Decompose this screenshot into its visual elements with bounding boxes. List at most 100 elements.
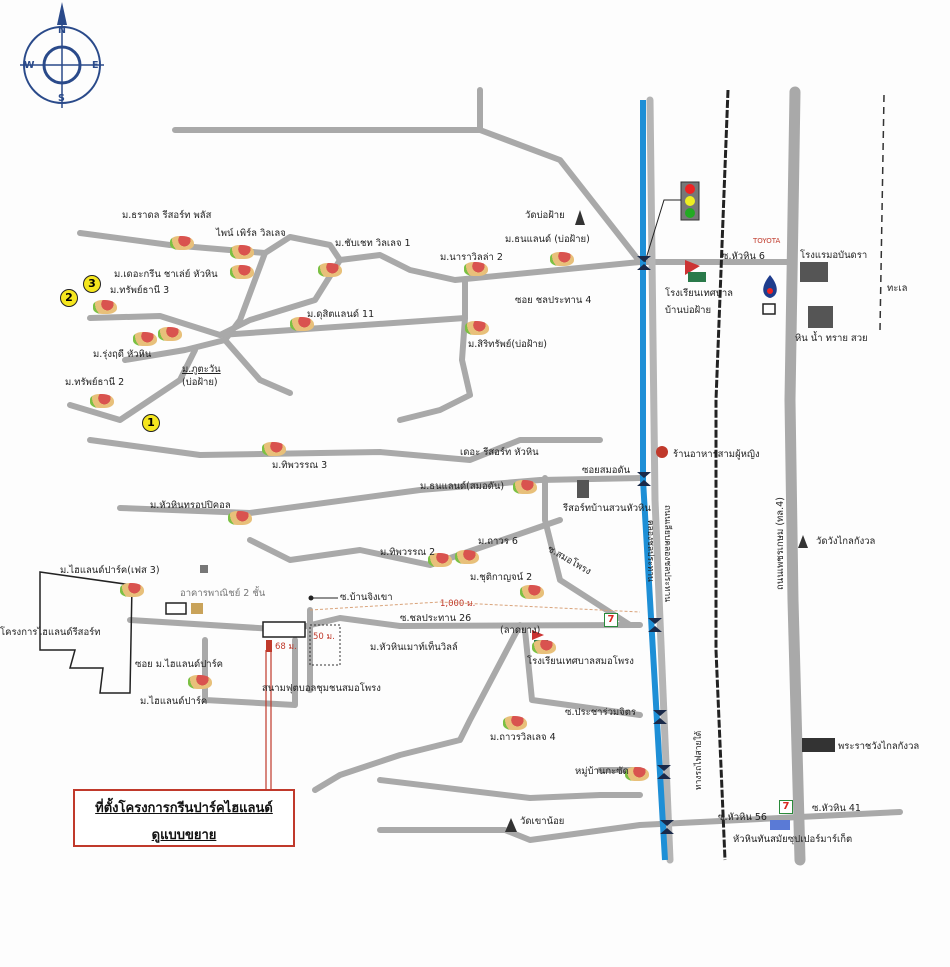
building [165, 602, 187, 615]
village-icon [120, 583, 144, 597]
compass-w: W [24, 60, 35, 71]
road [172, 87, 483, 133]
village-icon [170, 236, 194, 250]
pin-marker: 1 [142, 414, 160, 432]
seven-eleven-icon: 7 [604, 613, 618, 627]
village-icon [188, 675, 212, 689]
road [312, 622, 523, 793]
village-icon [520, 585, 544, 599]
toyota-logo: TOYOTA [753, 237, 781, 245]
label: บ้านบ่อฝ้าย [665, 305, 712, 316]
label: โรงแรมอบันดรา [800, 250, 868, 261]
road [522, 627, 643, 718]
railway-line [714, 89, 730, 861]
pin-marker: 2 [60, 289, 78, 307]
seven-eleven-icon: 7 [779, 800, 793, 814]
label: พระราชวังไกลกังวล [838, 741, 920, 752]
label: ม.เดอะกรีน ชาเล่ย์ หัวหิน [114, 269, 218, 280]
canal [640, 100, 668, 861]
road [87, 437, 603, 463]
label: ซ.หัวหิน 6 [722, 251, 765, 262]
label: (บ่อฝ้าย) [182, 377, 218, 388]
label: ม.ดุสิตแลนด์ 11 [307, 309, 375, 320]
project-location-callout[interactable]: ที่ตั้งโครงการกรีนปาร์คไฮแลนด์ ดูแบบขยาย [73, 789, 295, 847]
village-icon [93, 300, 117, 314]
label: โรงเรียนเทศบาลสมอโพรง [527, 656, 634, 667]
label: ไพน์ เพิร์ล วิลเลจ [216, 228, 286, 239]
restaurant-icon [656, 446, 668, 458]
village-icon [90, 394, 114, 408]
label: ม.หัวหินทรอปปิคอล [150, 500, 231, 511]
label: ม.นาราวิลล่า 2 [440, 252, 503, 263]
village-icon [230, 265, 254, 279]
label: ถนนเลียบคลองชลประทาน [662, 505, 672, 603]
road [397, 315, 473, 423]
label: โรงเรียนเทศบาล [665, 288, 733, 299]
label: วัดวังไกลกังวล [816, 536, 876, 547]
road [127, 615, 643, 633]
label: ม.ถาวร 6 [478, 536, 518, 547]
road [87, 313, 468, 338]
label: รีสอร์ทบ้านสวนหัวหิน [563, 503, 651, 514]
house-icon [191, 565, 208, 614]
village-icon [532, 640, 556, 654]
label: ม.ไฮแลนด์ปาร์ค(เฟส 3) [60, 565, 160, 576]
road [477, 127, 643, 265]
callout-leader [265, 650, 272, 789]
shophouse-block [262, 621, 306, 638]
distance-line [309, 601, 641, 613]
label: สนามฟุตบอลชุมชนสมอโพรง [262, 683, 381, 694]
road [542, 475, 633, 628]
label: ซ.ชลประทาน 26 [400, 613, 472, 624]
village-icon [503, 716, 527, 730]
road [217, 257, 343, 338]
village-icon [550, 252, 574, 266]
label: วัดเขาน้อย [520, 816, 565, 827]
label: ม.ธนแลนด์(สมอดัน) [420, 481, 505, 492]
honda-icon [762, 303, 776, 315]
village-icon [318, 263, 342, 277]
village-icon [455, 550, 479, 564]
road [67, 347, 198, 423]
label: ม.ทรัพย์ธานี 3 [110, 285, 170, 296]
highland-resort-boundary [39, 571, 133, 694]
label: หมู่บ้านกะซัด [575, 766, 629, 777]
label: 68 ม. [275, 642, 297, 652]
label: ซอย ม.ไฮแลนด์ปาร์ค [135, 659, 224, 670]
supermarket-icon [770, 820, 790, 830]
compass-icon [20, 2, 104, 108]
label: (ลาดยาง) [500, 625, 541, 636]
callout-subtitle[interactable]: ดูแบบขยาย [151, 828, 217, 843]
village-icon [464, 262, 488, 276]
road [646, 96, 674, 864]
label: คลองชลประทาน [645, 520, 655, 582]
road [377, 777, 643, 801]
compass-e: E [92, 60, 99, 71]
label: ทะเล [887, 283, 908, 294]
road [222, 337, 293, 396]
label: ม.ชุติกาญจน์ 2 [470, 572, 533, 583]
label: โครงการไฮแลนด์รีสอร์ท [0, 627, 101, 638]
label: ม.หัวหินเมาท์เท็นวิลล์ [370, 642, 458, 653]
label: ซ.หัวหิน 56 [718, 812, 767, 823]
label: ซ.หัวหิน 41 [812, 803, 861, 814]
label: ซ.บ้านจิงเขา [340, 592, 393, 603]
label: ร้านอาหารสามผู้หญิง [673, 449, 760, 460]
label: ซอย ชลประทาน 4 [515, 295, 592, 306]
village-icon [465, 321, 489, 335]
label: ม.ทรัพย์ธานี 2 [65, 377, 125, 388]
callout-title: ที่ตั้งโครงการกรีนปาร์คไฮแลนด์ [95, 801, 273, 816]
coastline [879, 94, 885, 331]
hotel-icon [577, 262, 833, 498]
village-icon [158, 327, 182, 341]
compass-n: N [58, 25, 66, 36]
temple-icon [505, 210, 808, 832]
compass-s: S [58, 93, 65, 104]
label: เดอะ รีสอร์ท หัวหิน [460, 447, 539, 458]
label: ม.ธนแลนด์ (บ่อฝ้าย) [505, 234, 590, 245]
label: ซอยสมอดัน [582, 465, 631, 476]
road [247, 517, 563, 568]
road [122, 337, 228, 363]
